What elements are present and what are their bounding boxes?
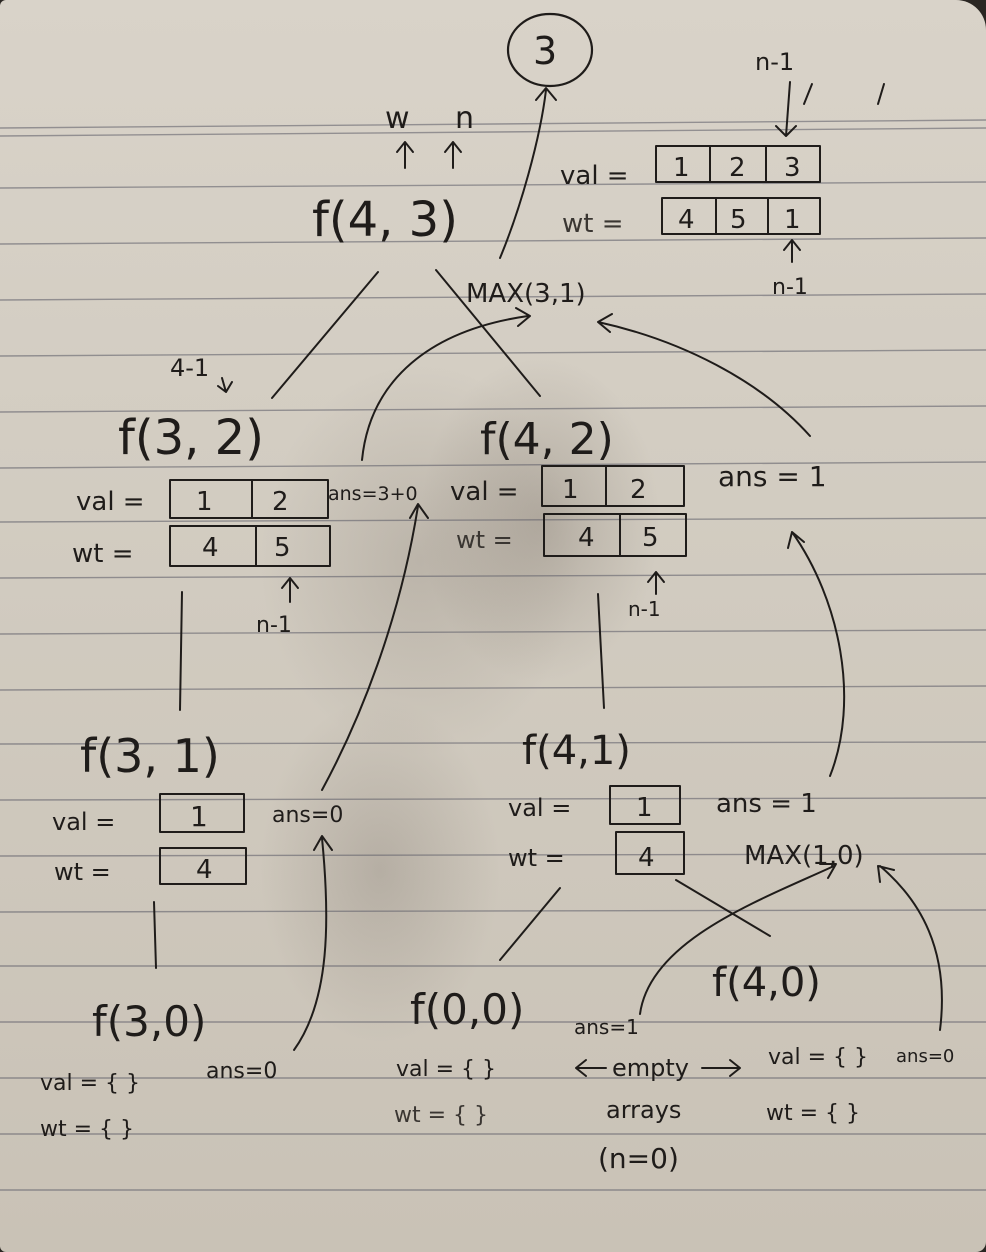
result-node: 3 [506,12,594,88]
note-4-1: 4-1 [170,354,209,382]
f31-wt: 4 [196,855,213,885]
f32-pointer: n-1 [256,613,292,638]
top-val-label: val = [560,161,629,191]
f32-wt-0: 4 [202,533,219,563]
f00-ans: ans=1 [574,1015,639,1039]
return-arrows [293,87,943,1051]
result-value: 3 [533,29,557,73]
f32-ans: ans=3+0 [328,483,418,505]
f42-val-1: 2 [630,475,647,505]
f31-ans: ans=0 [272,803,343,828]
call-f41: f(4,1) [522,728,631,774]
f40-wt: wt = { } [766,1101,860,1126]
top-wt-1: 5 [730,205,747,235]
call-f30: f(3,0) [92,997,206,1046]
f00-val: val = { } [396,1057,496,1082]
top-wt-2: 1 [784,205,801,235]
f41-wt: 4 [638,843,655,873]
f41-val: 1 [636,793,653,823]
f40-val: val = { } [768,1045,868,1070]
node-f31: f(3, 1) val = 1 wt = 4 ans=0 [52,729,343,886]
node-f40: f(4,0) val = { } wt = { } ans=0 [712,960,954,1126]
note-empty: empty [612,1054,689,1082]
f32-val-0: 1 [196,487,213,517]
node-f42: f(4, 2) val = 1 2 wt = 4 5 n-1 ans = 1 [450,414,827,621]
f32-val-label: val = [76,487,145,517]
top-val-2: 3 [784,153,801,183]
f42-val-0: 1 [562,475,579,505]
call-f32: f(3, 2) [118,410,264,466]
label-n-minus-1-top: n-1 [755,48,794,76]
top-wt-label: wt = [562,209,624,239]
f31-val: 1 [190,800,208,833]
note-n-equals-0: (n=0) [598,1142,679,1175]
label-w: w [385,101,410,136]
f30-wt: wt = { } [40,1117,134,1142]
f32-wt-label: wt = [72,539,134,569]
f41-max: MAX(1,0) [744,841,864,871]
f32-val-1: 2 [272,487,289,517]
f40-ans: ans=0 [896,1046,954,1067]
f00-wt: wt = { } [394,1103,488,1128]
call-f31: f(3, 1) [80,729,220,783]
f30-ans: ans=0 [206,1059,277,1084]
tree-edges [153,269,771,969]
f42-val-label: val = [450,477,519,507]
f42-wt-1: 5 [642,523,659,553]
f30-val: val = { } [40,1071,140,1096]
node-f30: f(3,0) val = { } wt = { } ans=0 [40,997,277,1142]
f31-val-label: val = [52,808,115,836]
label-n: n [455,101,474,136]
f42-pointer: n-1 [628,597,661,621]
f41-wt-label: wt = [508,844,565,872]
node-f41: f(4,1) val = 1 wt = 4 ans = 1 MAX(1,0) [508,728,864,875]
f31-wt-label: wt = [54,858,111,886]
call-f00: f(0,0) [410,985,524,1034]
top-val-0: 1 [673,153,690,183]
call-f42: f(4, 2) [480,414,614,465]
empty-arrays-note: empty arrays (n=0) [575,1054,741,1175]
top-val-1: 2 [729,153,746,183]
call-f40: f(4,0) [712,960,821,1006]
note-arrays: arrays [606,1096,681,1124]
notebook-rules [0,119,986,1191]
f32-wt-1: 5 [274,533,291,563]
top-max: MAX(3,1) [466,279,586,309]
f42-wt-0: 4 [578,523,595,553]
f42-ans: ans = 1 [718,460,827,493]
node-f43: w n f(4, 3) n-1 val = 1 2 3 wt = 4 5 1 n… [312,48,885,309]
f41-ans: ans = 1 [716,789,817,819]
top-wt-0: 4 [678,205,695,235]
label-n-minus-1-bottom: n-1 [772,275,808,300]
f42-wt-label: wt = [456,526,513,554]
node-f00: f(0,0) val = { } wt = { } ans=1 [394,985,639,1128]
f41-val-label: val = [508,794,571,822]
call-f43: f(4, 3) [312,192,458,248]
node-f32: 4-1 f(3, 2) val = 1 2 wt = 4 5 n-1 ans=3… [72,354,418,638]
